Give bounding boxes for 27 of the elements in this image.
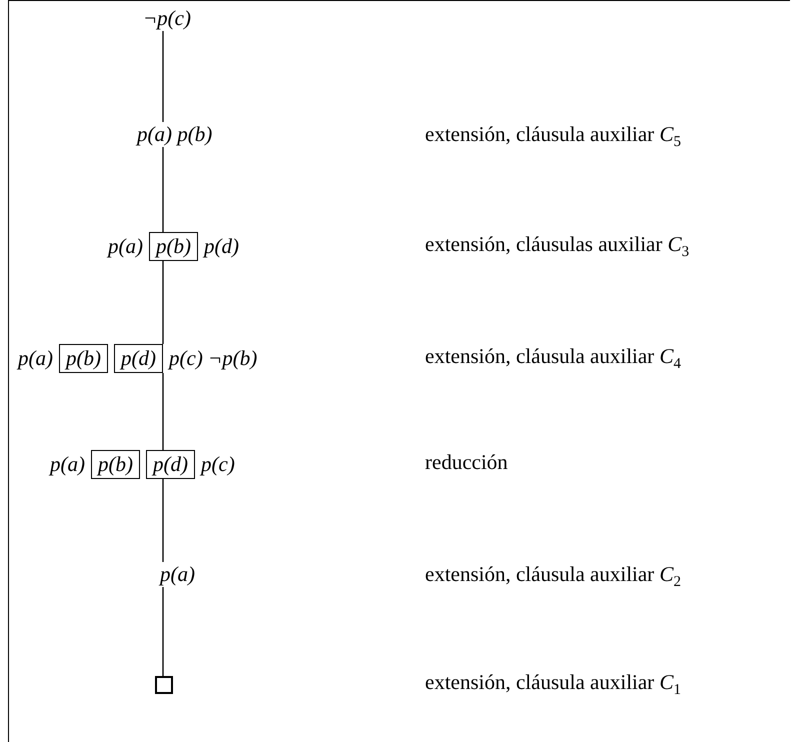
formula-text: p(c) (201, 452, 235, 477)
formula-text: p(a) (160, 562, 195, 587)
boxed-literal: p(b) (59, 344, 108, 373)
tree-line (162, 147, 164, 232)
step-note: reducción (425, 450, 508, 475)
step-note: extensión, cláusula auxiliar C$_{2}$ (425, 562, 681, 592)
boxed-literal: p(b) (149, 232, 198, 261)
tree-line (162, 373, 164, 450)
step-note: extensión, cláusula auxiliar C$_{4}$ (425, 344, 681, 374)
tree-line (162, 31, 164, 122)
formula-text: p(a) (18, 346, 53, 371)
formula-text: p(a) p(b) (137, 122, 212, 147)
formula-text: p(c) ¬p(b) (169, 346, 258, 371)
formula-text: p(a) (108, 234, 143, 259)
empty-clause-box (155, 676, 173, 694)
boxed-literal: p(d) (114, 344, 163, 373)
boxed-literal: p(d) (146, 450, 195, 479)
tree-line (162, 587, 164, 676)
formula-text: p(a) (50, 452, 85, 477)
boxed-literal: p(b) (91, 450, 140, 479)
step-note: extensión, cláusulas auxiliar C$_{3}$ (425, 232, 690, 262)
step-note: extensión, cláusula auxiliar C$_{1}$ (425, 670, 681, 700)
formula-text: p(d) (204, 234, 239, 259)
formula-text: ¬p(c) (143, 6, 191, 31)
step-note: extensión, cláusula auxiliar C$_{5}$ (425, 122, 681, 152)
tree-line (162, 479, 164, 562)
tree-line (162, 261, 164, 344)
